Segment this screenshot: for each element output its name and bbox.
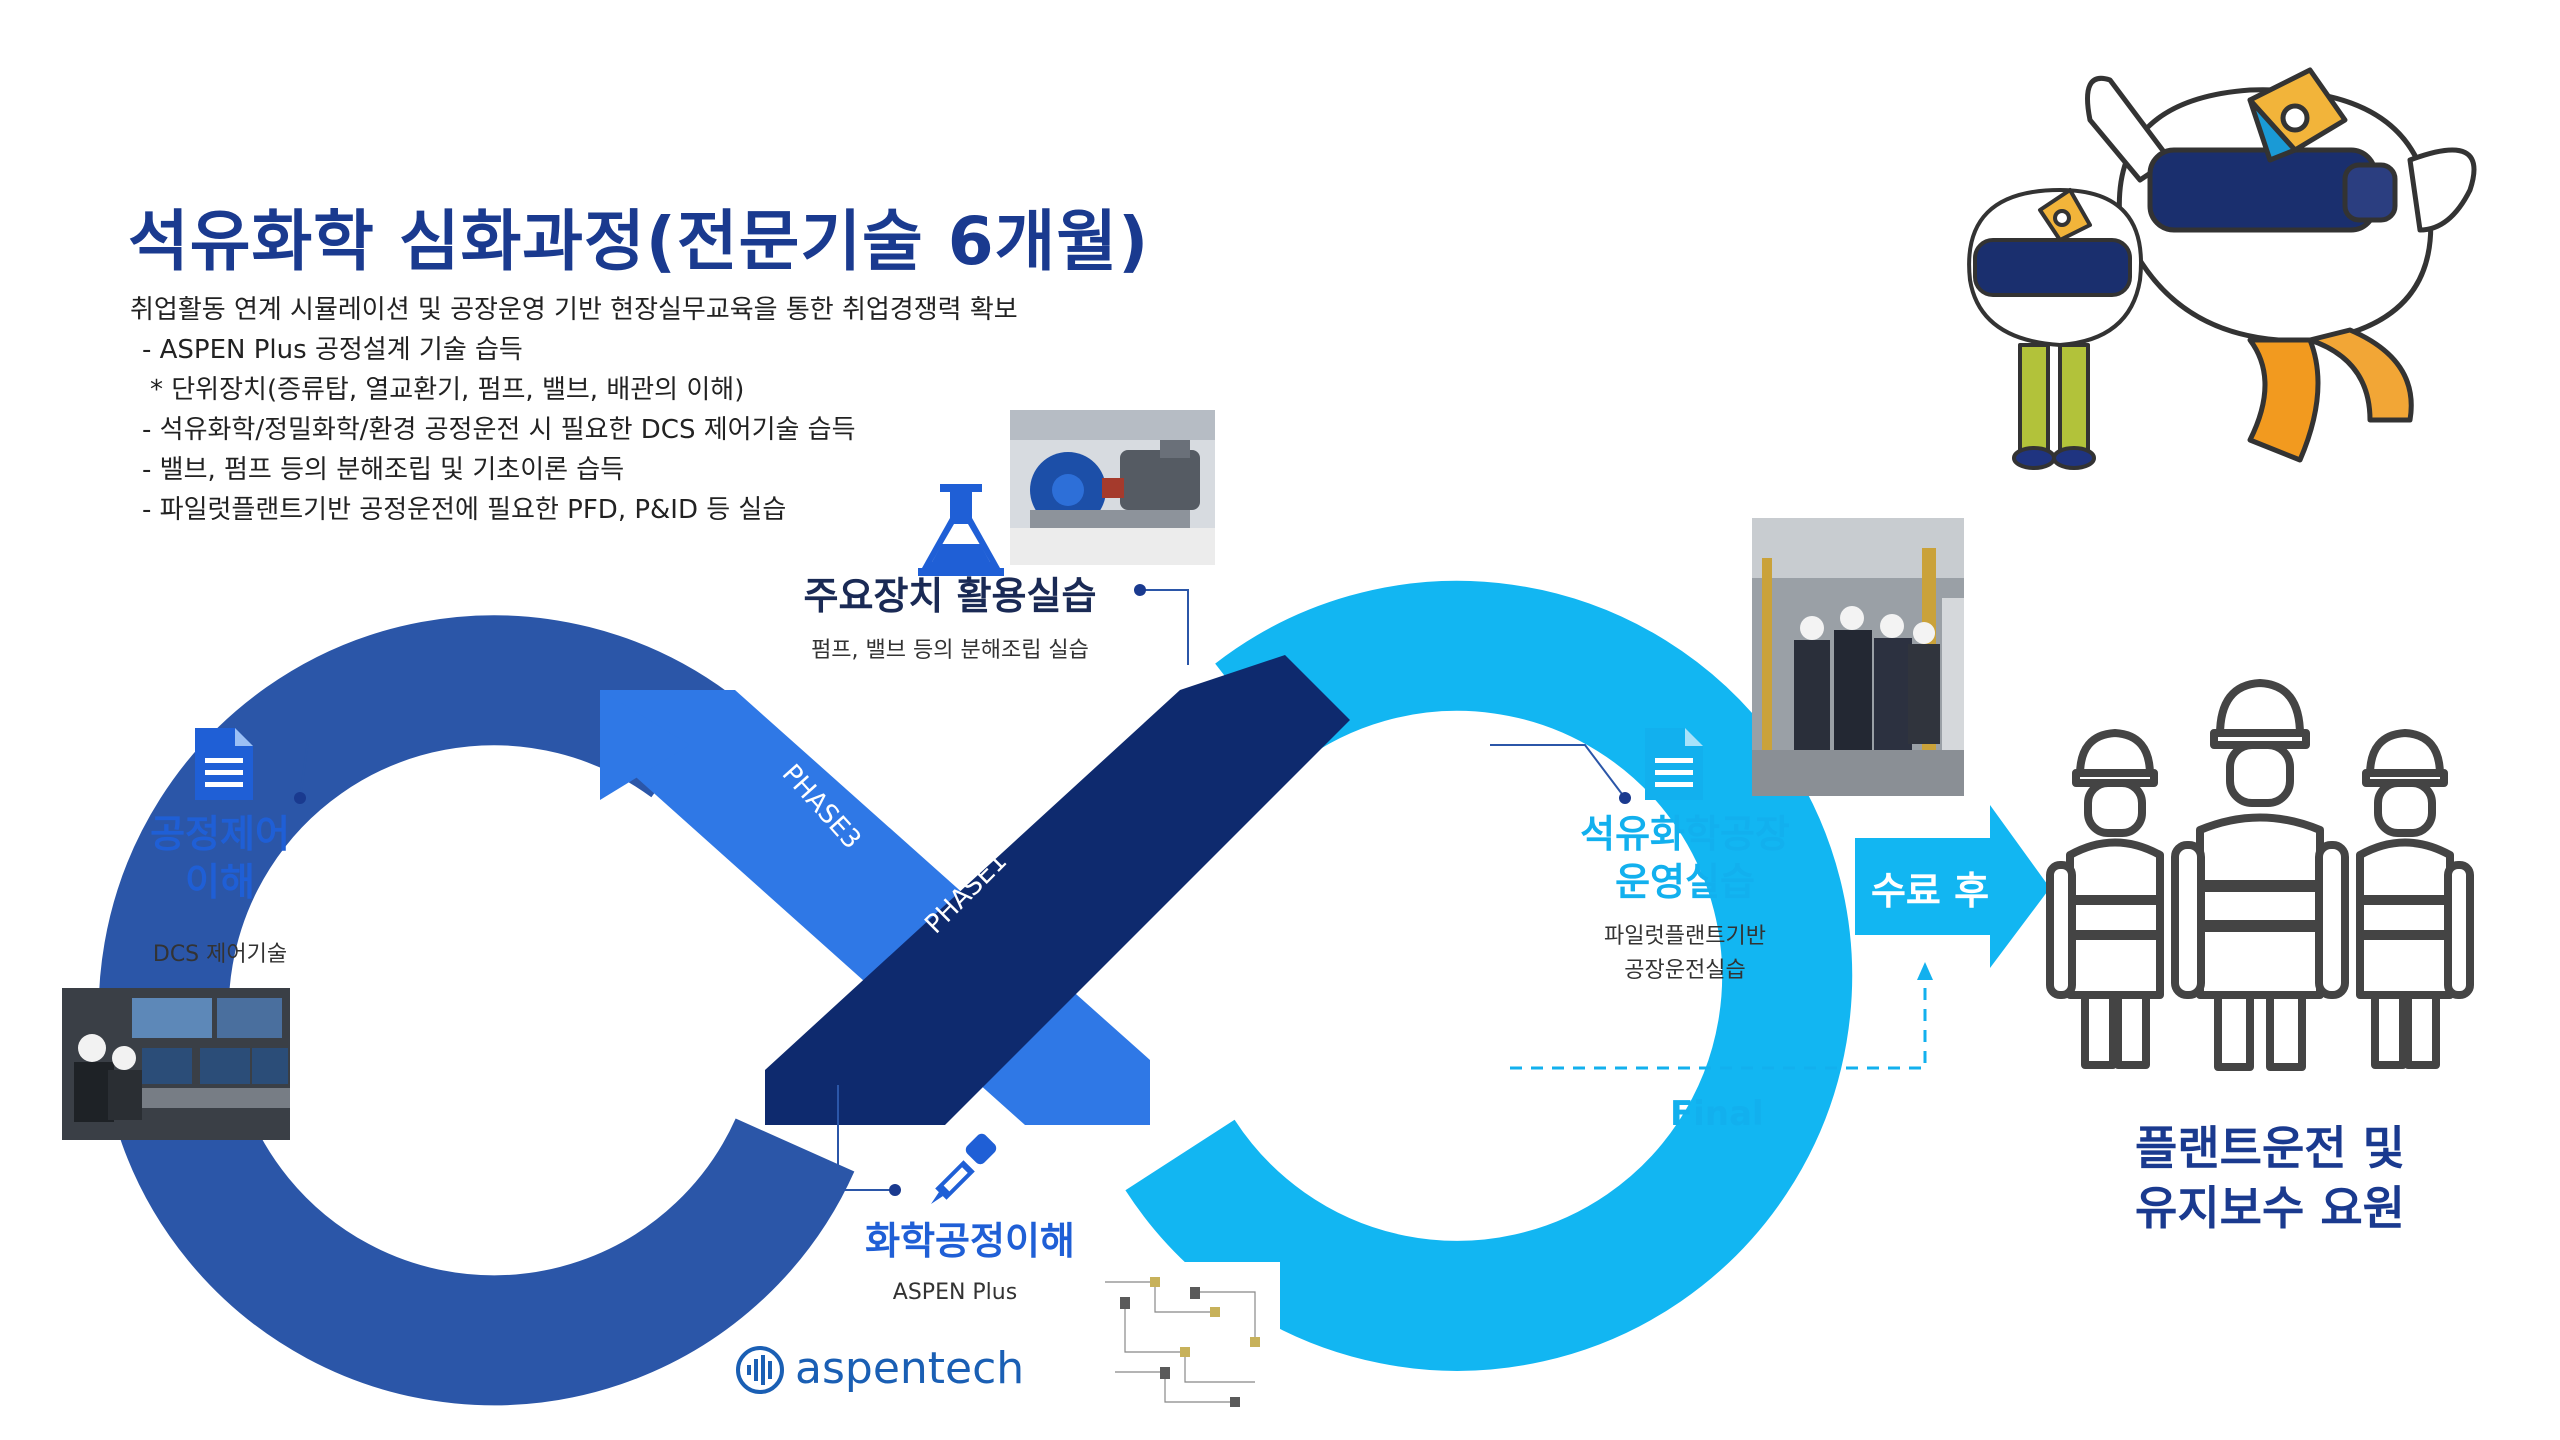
pump-photo <box>1010 410 1215 565</box>
phase3-band-cap <box>600 690 690 800</box>
arrow-up-icon <box>1917 962 1933 980</box>
process-control-subtitle: DCS 제어기술 <box>152 942 288 967</box>
connector-dot <box>1619 792 1631 804</box>
description-item: - 석유화학/정밀화학/환경 공정운전 시 필요한 DCS 제어기술 습득 <box>142 415 856 445</box>
description-item: * 단위장치(증류탑, 열교환기, 펌프, 밸브, 배관의 이해) <box>150 375 745 405</box>
connector-equipment <box>1140 589 1189 665</box>
worker-icon <box>2046 679 2474 1071</box>
equipment-title: 주요장치 활용실습 <box>803 574 1097 618</box>
plant-operation-title-line1: 석유화학공장 <box>1580 812 1790 856</box>
connector-dot <box>889 1184 901 1196</box>
process-control-title-line1: 공정제어 <box>150 812 290 856</box>
plant-operation-subtitle: 파일럿플랜트기반 공장운전실습 <box>1560 920 1810 988</box>
process-control-title-line2: 이해 <box>185 860 255 904</box>
connector-chemical <box>837 1085 895 1191</box>
equipment-subtitle: 펌프, 밸브 등의 분해조립 실습 <box>811 638 1089 663</box>
process-control-title: 공정제어 이해 <box>120 810 320 906</box>
document-icon <box>195 728 253 800</box>
dropper-icon <box>931 1133 997 1204</box>
description-intro: 취업활동 연계 시뮬레이션 및 공장운영 기반 현장실무교육을 통한 취업경쟁력… <box>130 295 1018 325</box>
phase4-label: PHASE4 <box>1468 861 1499 965</box>
plant-operation-subtitle-line1: 파일럿플랜트기반 <box>1604 924 1766 949</box>
phase2-label: PHASE2 <box>404 861 435 965</box>
plant-operation-subtitle-line2: 공장운전실습 <box>1624 958 1746 983</box>
final-label: Final <box>1670 1094 1764 1134</box>
description-item: - ASPEN Plus 공정설계 기술 습득 <box>142 335 523 365</box>
connector-dot <box>294 792 306 804</box>
after-completion-label: 수료 후 <box>1870 869 1990 913</box>
aspen-flowsheet <box>1095 1262 1280 1412</box>
result-line1: 플랜트운전 및 <box>2135 1121 2405 1175</box>
chemical-process-title: 화학공정이해 <box>865 1219 1075 1263</box>
plant-operation-title: 석유화학공장 운영실습 <box>1560 810 1810 906</box>
plant-workers-photo <box>1752 518 1964 796</box>
aspentech-logo: aspentech <box>795 1343 1025 1394</box>
page-title: 석유화학 심화과정(전문기술 6개월) <box>128 203 1150 280</box>
plant-operation-title-line2: 운영실습 <box>1615 860 1755 904</box>
connector-plant <box>1490 744 1626 799</box>
aspentech-logo-icon <box>736 1346 784 1394</box>
course-description: 취업활동 연계 시뮬레이션 및 공장운영 기반 현장실무교육을 통한 취업경쟁력… <box>130 290 1018 530</box>
arrow-right-icon <box>1855 805 2050 968</box>
phase1-band <box>765 655 1350 1125</box>
description-item: - 밸브, 펌프 등의 분해조립 및 기초이론 습득 <box>142 455 625 485</box>
phase4-band <box>1125 580 1853 1371</box>
result-line2: 유지보수 요원 <box>2135 1181 2405 1235</box>
document-icon <box>1645 728 1703 800</box>
control-room-photo <box>62 988 290 1140</box>
connector-dot <box>1134 584 1146 596</box>
mascot-illustration <box>1967 67 2477 470</box>
result-title: 플랜트운전 및 유지보수 요원 <box>2060 1118 2480 1238</box>
connector-control <box>299 739 420 799</box>
chemical-process-subtitle: ASPEN Plus <box>892 1280 1018 1305</box>
flask-icon <box>918 484 1004 576</box>
description-item: - 파일럿플랜트기반 공정운전에 필요한 PFD, P&ID 등 실습 <box>142 495 787 525</box>
